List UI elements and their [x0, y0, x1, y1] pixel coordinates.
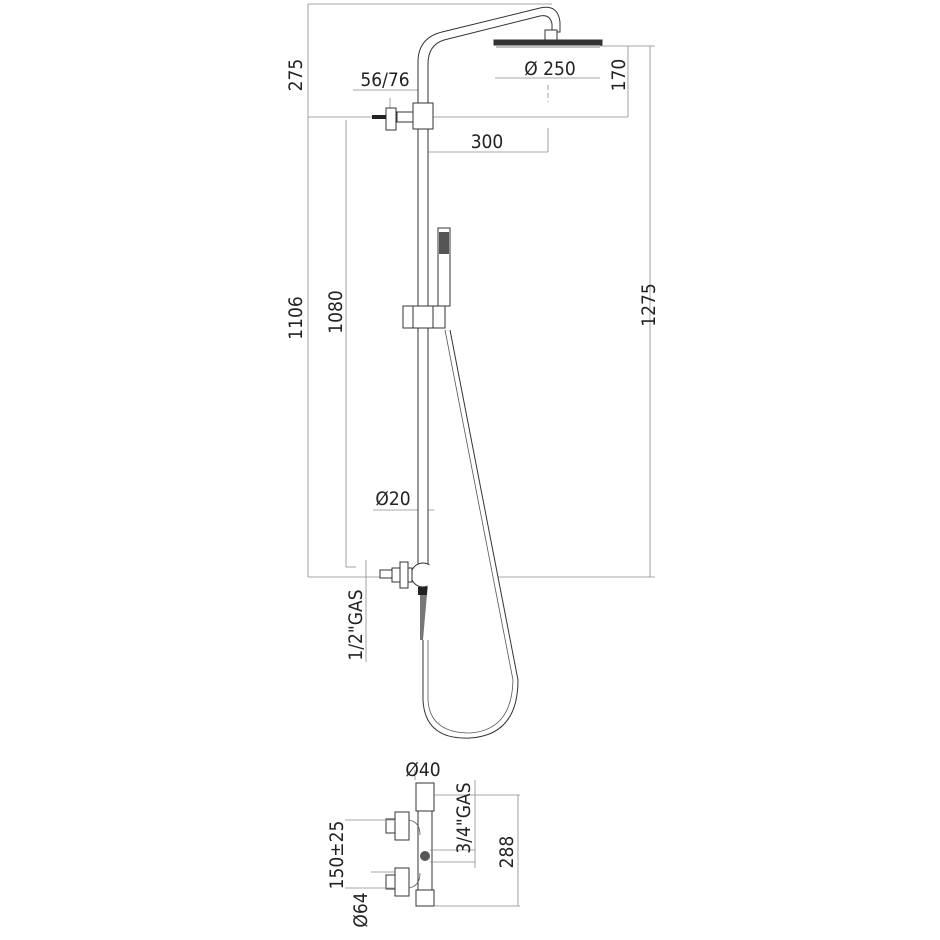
dim-mixer-thread: 3/4"GAS	[453, 782, 475, 853]
shower-head	[493, 39, 603, 46]
dim-pipe-diameter: Ø20	[375, 488, 410, 510]
shower-column	[372, 6, 603, 739]
dim-275: 275	[285, 59, 307, 92]
dim-inlet-thread: 1/2"GAS	[345, 589, 367, 660]
dim-170: 170	[608, 59, 630, 92]
dimension-lines	[307, 3, 655, 662]
mixer-detail	[345, 770, 520, 907]
dim-head-diameter: Ø 250	[524, 58, 576, 80]
dim-56-76: 56/76	[360, 69, 409, 91]
dim-1080: 1080	[325, 290, 347, 334]
dim-1275: 1275	[638, 283, 660, 327]
dim-1106: 1106	[285, 296, 307, 340]
dim-64: Ø64	[350, 892, 372, 927]
dim-150-25: 150±25	[326, 821, 348, 890]
shower-hose	[422, 329, 519, 739]
dim-288: 288	[496, 836, 518, 869]
dim-300: 300	[471, 131, 504, 153]
dimension-labels: 275 56/76 Ø 250 170 300 1106 1080 1275 Ø…	[285, 58, 660, 928]
dim-mixer-top: Ø40	[405, 759, 440, 781]
